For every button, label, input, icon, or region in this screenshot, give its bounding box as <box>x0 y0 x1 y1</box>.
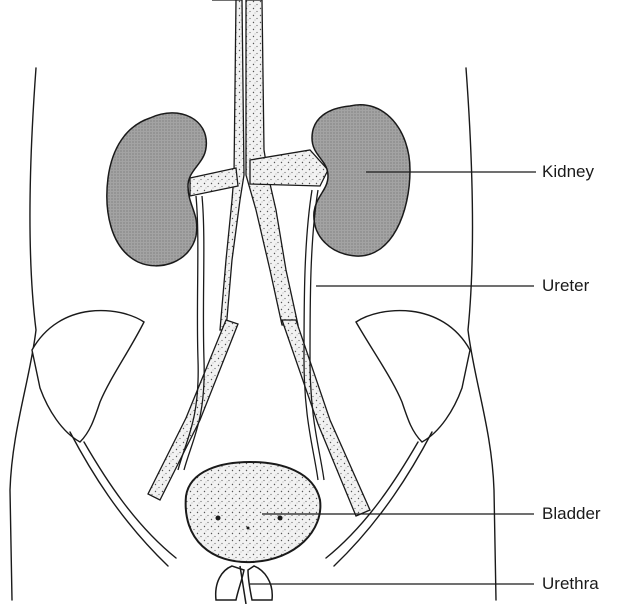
pelvis-right <box>356 311 470 442</box>
bladder <box>186 462 321 562</box>
label-bladder: Bladder <box>542 505 601 522</box>
pelvis-left <box>32 311 144 442</box>
label-kidney: Kidney <box>542 163 594 180</box>
vena-cava <box>212 0 244 330</box>
urethra <box>216 566 244 600</box>
kidney-right <box>312 105 410 256</box>
renal-vessels-left <box>190 168 238 196</box>
label-urethra: Urethra <box>542 575 599 592</box>
body-outline-right <box>466 68 496 600</box>
body-outline-left <box>10 68 36 600</box>
label-ureter: Ureter <box>542 277 589 294</box>
